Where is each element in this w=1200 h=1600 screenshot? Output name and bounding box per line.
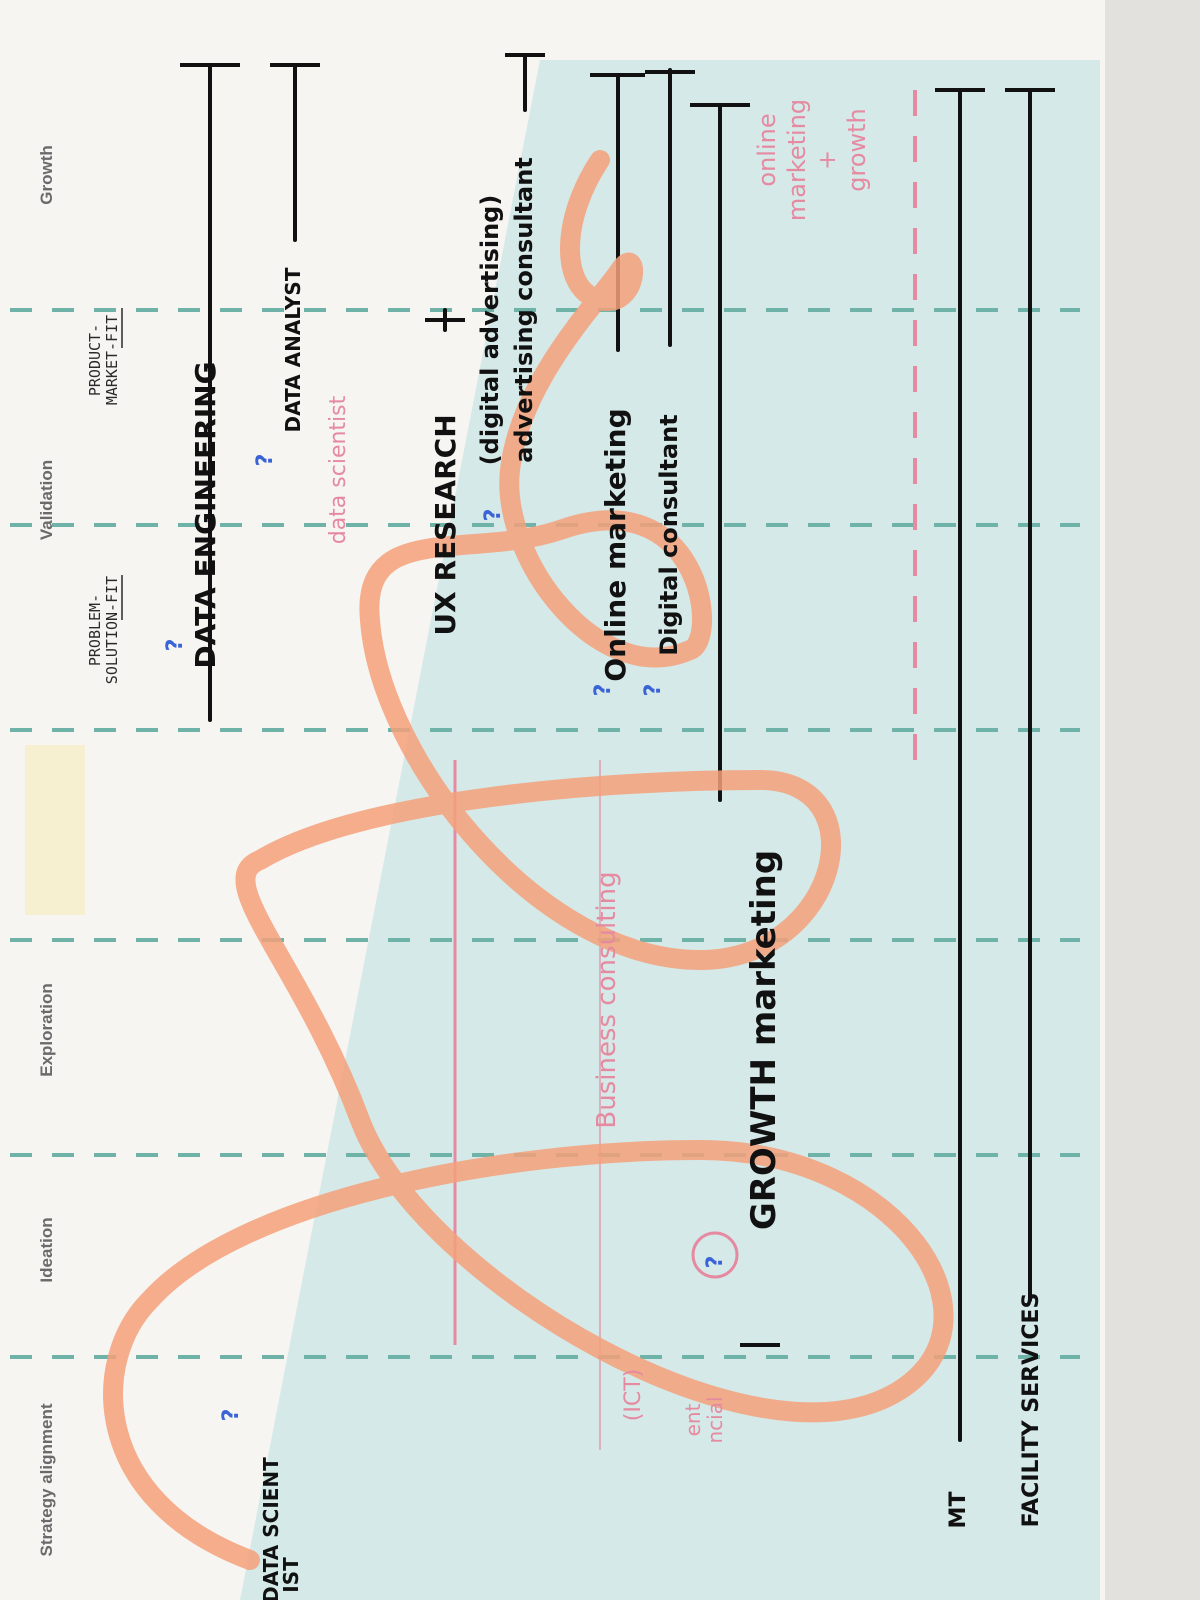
question-mark: ? <box>481 509 506 522</box>
role-data-scientist-2: IST <box>279 1557 303 1593</box>
role-lines <box>208 53 1032 1442</box>
column-heading-growth: Growth <box>37 145 56 205</box>
note-ict: (ICT) <box>621 1369 646 1421</box>
role-data-scientist-crossed: data scientist <box>326 395 351 544</box>
role-data-engineering: DATA ENGINEERING <box>189 361 222 668</box>
role-mt: MT <box>946 1492 971 1529</box>
question-mark: ? <box>253 454 278 467</box>
note-marketing: marketing <box>783 99 811 221</box>
product-market-fit-line2: MARKET-FIT <box>103 315 121 405</box>
note-online: online <box>753 113 781 186</box>
note-growth: growth <box>843 108 871 192</box>
role-digital-advertising: (digital advertising) <box>476 195 504 466</box>
table-surface <box>1105 0 1200 1600</box>
role-facility-services: FACILITY SERVICES <box>1019 1293 1044 1528</box>
note-side-1: ent <box>681 1403 705 1436</box>
note-side-2: ncial <box>703 1396 727 1443</box>
question-mark: ? <box>591 684 616 697</box>
question-mark: ? <box>641 684 666 697</box>
role-advertising-consultant: advertising consultant <box>510 157 538 463</box>
problem-solution-fit-line2: SOLUTION-FIT <box>103 576 121 684</box>
sticky-note <box>25 745 85 915</box>
column-heading-ideation: Ideation <box>37 1217 56 1282</box>
orange-loop-curve <box>103 150 954 1570</box>
role-online-marketing: Online marketing <box>599 408 632 681</box>
role-growth-marketing: GROWTH marketing <box>744 850 784 1230</box>
role-data-scientist-1: DATA SCIENT <box>259 1457 283 1600</box>
question-mark: ? <box>703 1256 728 1269</box>
role-ticks <box>180 53 1055 1347</box>
role-digital-consultant: Digital consultant <box>655 414 683 655</box>
role-data-analyst: DATA ANALYST <box>281 267 305 432</box>
question-mark: ? <box>163 639 188 652</box>
column-dividers <box>10 308 1080 1359</box>
pink-circle <box>691 1231 739 1279</box>
role-ux-research: UX RESEARCH <box>429 414 462 635</box>
problem-solution-fit-line1: PROBLEM- <box>86 594 104 666</box>
note-plus: + <box>813 150 841 170</box>
column-heading-validation: Validation <box>37 460 56 540</box>
column-heading-strategy: Strategy alignment <box>37 1403 56 1556</box>
column-heading-exploration: Exploration <box>37 983 56 1077</box>
role-business-consulting: Business consulting <box>592 871 622 1128</box>
product-market-fit-line1: PRODUCT- <box>86 324 104 396</box>
question-mark: ? <box>219 1409 244 1422</box>
